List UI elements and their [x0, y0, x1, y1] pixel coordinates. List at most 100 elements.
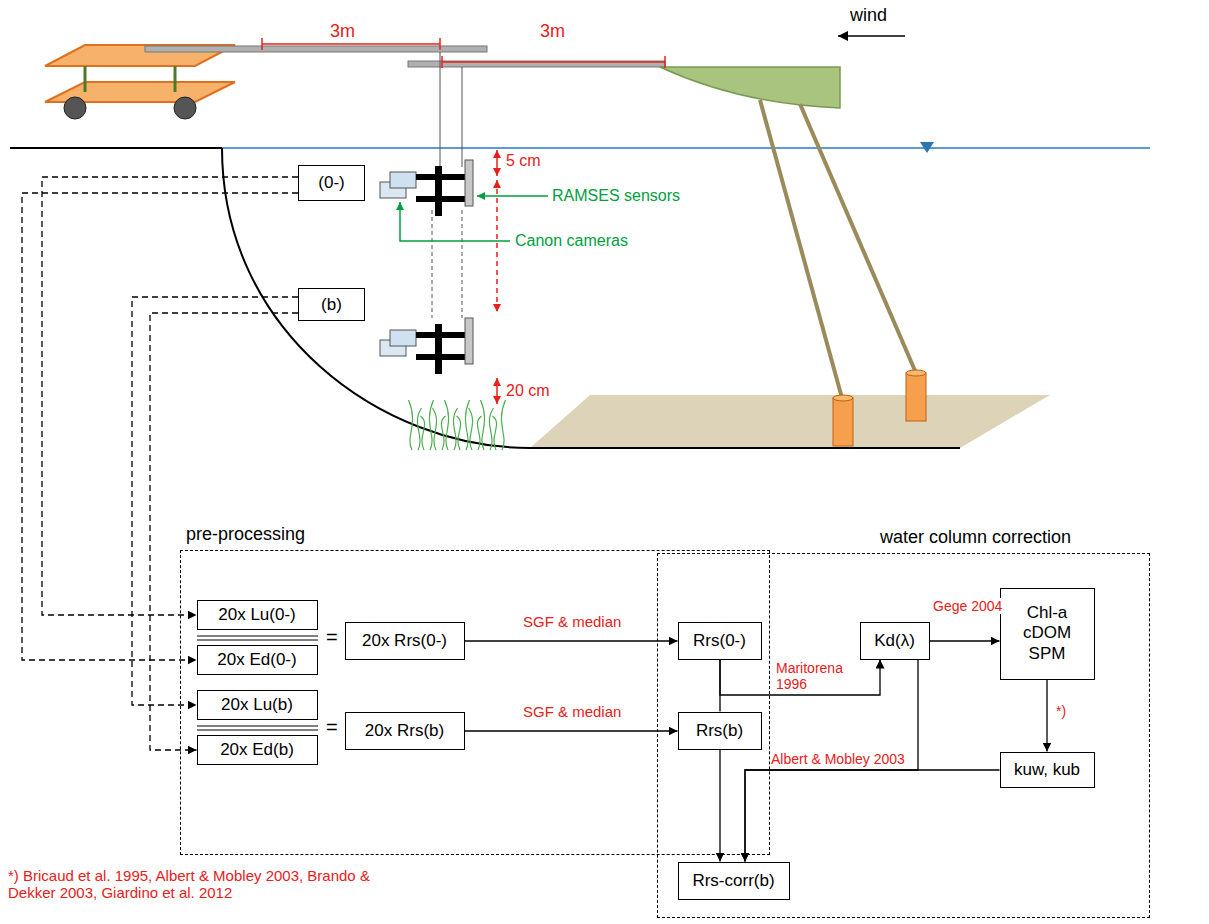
box-label: 20x Lu(0-): [218, 605, 295, 625]
seagrass: [477, 416, 481, 450]
box-label: 20x Rrs(b): [365, 721, 444, 741]
box-label: kuw, kub: [1014, 760, 1080, 780]
lake-bed: [222, 148, 960, 448]
reference-note: *) Bricaud et al. 1995, Albert & Mobley …: [8, 868, 388, 901]
process-box: 20x Ed(b): [197, 735, 318, 765]
boom-bars: [440, 52, 441, 167]
connector: [719, 750, 720, 862]
seagrass: [469, 408, 473, 450]
seagrass: [465, 400, 469, 450]
sand-bottom: [530, 395, 1050, 448]
pontoon: [760, 100, 842, 398]
seagrass: [501, 400, 505, 450]
boom-bars: [432, 210, 433, 318]
callout-label: RAMSES sensors: [552, 187, 680, 205]
pontoon: [906, 370, 926, 376]
boom-bars: [462, 210, 463, 318]
seagrass: [457, 416, 461, 450]
dimension-label: 3m: [540, 22, 565, 42]
seagrass: [445, 400, 449, 450]
process-box: (b): [298, 288, 365, 321]
edge-label: SGF & median: [522, 704, 622, 720]
lake-bed: [222, 148, 960, 448]
dimension-label: 20 cm: [506, 382, 550, 400]
dimension-lines: [439, 38, 441, 50]
callout-label: Canon cameras: [515, 232, 628, 250]
cart: [174, 97, 196, 119]
process-box: Rrs(0-): [678, 622, 762, 660]
pontoon: [660, 67, 840, 108]
leader-lines: [477, 195, 548, 197]
seagrass: [441, 416, 445, 450]
boom-bars: [408, 61, 665, 67]
connector: [1046, 680, 1047, 752]
fraction-lines: [197, 636, 318, 637]
process-box: 20x Ed(0-): [197, 645, 318, 675]
sensor-rig: [380, 160, 473, 374]
water-surface: [920, 142, 934, 153]
edge-label: Albert & Mobley 2003: [770, 751, 906, 767]
connector: [745, 660, 918, 862]
connector: [745, 770, 1000, 862]
sensor-rig: [380, 318, 473, 374]
pontoon: [833, 398, 853, 446]
sensor-rig: [380, 160, 473, 216]
process-box: kuw, kub: [1000, 752, 1095, 788]
box-label: 20x Ed(b): [220, 740, 294, 760]
seagrass: [409, 400, 506, 450]
equals-sign: =: [326, 716, 338, 738]
seagrass: [421, 416, 425, 450]
seagrass: [429, 400, 433, 450]
water-surface: [222, 147, 1150, 149]
ground-line: [10, 148, 222, 149]
edge-label: *): [1055, 703, 1067, 719]
dimension-lines: [496, 180, 498, 312]
seagrass: [489, 408, 493, 450]
wind-arrow: [838, 36, 905, 37]
process-box: Rrs-corr(b): [678, 862, 790, 900]
edge-label: Maritorena 1996: [775, 660, 857, 692]
pontoon: [800, 104, 916, 373]
seagrass: [409, 400, 413, 450]
dimension-lines: [441, 56, 443, 68]
group-box: pre-processing20x Lu(0-)20x Ed(0-)20x Rr…: [180, 550, 770, 855]
boom-bars: [145, 46, 487, 52]
box-label: Rrs(b): [696, 721, 743, 741]
edge-label: Gege 2004: [932, 598, 1003, 614]
dimension-lines: [261, 38, 263, 50]
box-label: (b): [321, 295, 342, 315]
process-box: 20x Lu(b): [197, 690, 318, 720]
box-label: 20x Lu(b): [221, 695, 293, 715]
cart: [45, 45, 235, 119]
water-surface: [222, 142, 1150, 153]
dimension-lines: [496, 378, 498, 404]
connector: [720, 660, 880, 696]
dimension-lines: [496, 150, 498, 176]
fraction-lines: [197, 640, 318, 641]
process-box: 20x Rrs(0-): [345, 622, 465, 660]
boom-bars: [145, 46, 665, 318]
cart: [174, 66, 177, 92]
fraction-lines: [197, 726, 318, 727]
group-heading: water column correction: [880, 527, 1071, 548]
dimension-lines: [442, 61, 665, 63]
box-label: Kd(λ): [874, 631, 915, 651]
box-label: Rrs-corr(b): [692, 871, 774, 891]
process-box: 20x Rrs(b): [345, 712, 465, 750]
seagrass: [433, 408, 437, 450]
dimension-label: 3m: [330, 22, 355, 42]
pontoon: [833, 395, 853, 401]
process-box: 20x Lu(0-): [197, 600, 318, 630]
wind-arrow: [838, 35, 905, 37]
box-label: Rrs(0-): [693, 631, 746, 651]
pontoon: [660, 67, 926, 446]
seagrass: [493, 416, 497, 450]
boom-bars: [462, 67, 463, 167]
equals-sign: =: [326, 626, 338, 648]
seagrass: [453, 408, 457, 450]
ground-line: [10, 147, 222, 149]
fraction-lines: [197, 636, 318, 730]
fraction-lines: [197, 730, 318, 731]
dimension-lines: [262, 38, 665, 404]
